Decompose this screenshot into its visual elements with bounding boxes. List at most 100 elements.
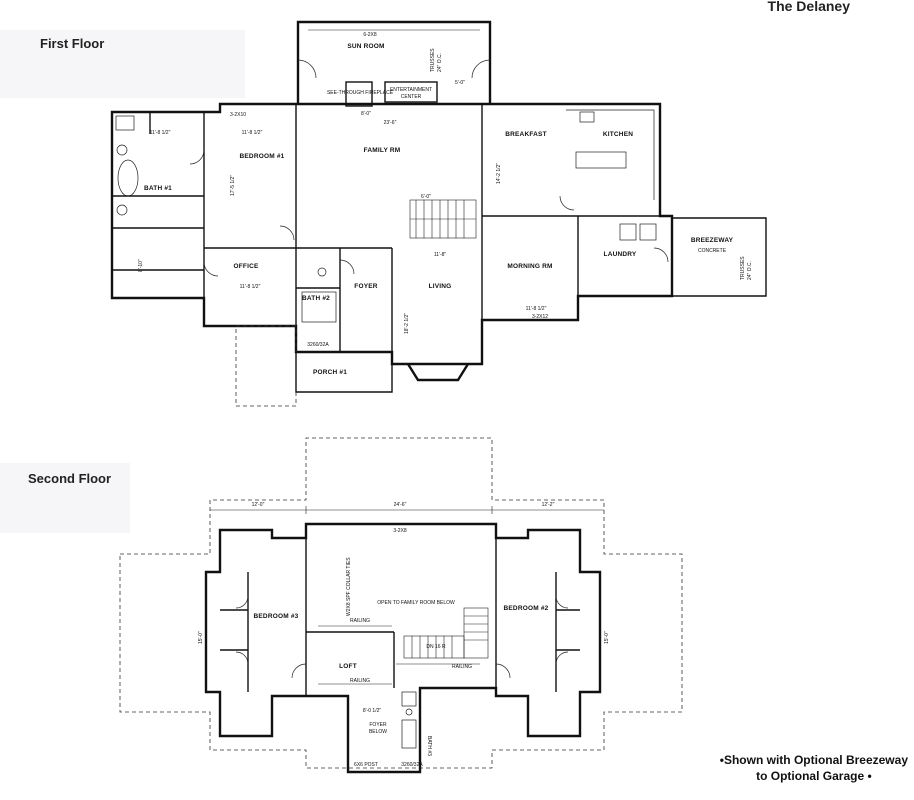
room-bath-2: BATH #2 bbox=[302, 295, 330, 302]
room-foyer-below-2: BELOW bbox=[369, 729, 387, 735]
bath1-sink-b bbox=[116, 204, 128, 216]
dim-second-side-left: 15'-0" bbox=[198, 631, 204, 644]
collar-ties-label: W2X8 SPF COLLAR TIES bbox=[346, 557, 352, 616]
kitchen-island bbox=[575, 151, 627, 169]
fireplace-label: SEE-THROUGH FIREPLACE bbox=[327, 90, 394, 96]
bed2-closet-swing-b bbox=[555, 651, 569, 665]
dim-bedroom1-width: 11'-8 1/2" bbox=[242, 130, 263, 136]
dim-second-mid: 24'-6" bbox=[394, 502, 407, 508]
room-laundry: LAUNDRY bbox=[604, 251, 637, 258]
room-kitchen: KITCHEN bbox=[603, 131, 633, 138]
room-living: LIVING bbox=[429, 283, 452, 290]
room-open-to-family: OPEN TO FAMILY ROOM BELOW bbox=[377, 600, 455, 606]
second-floor-window-code: 3260/32A bbox=[401, 762, 423, 768]
bath2-toilet bbox=[317, 267, 327, 277]
fireplace-block bbox=[345, 81, 373, 107]
bath3-sink bbox=[405, 708, 413, 716]
bath2-fixtures bbox=[301, 291, 337, 323]
railing-label-b: RAILING bbox=[452, 664, 472, 670]
sun-room-door-swing-right bbox=[471, 59, 491, 79]
breezeway-material: CONCRETE bbox=[698, 248, 727, 254]
room-bedroom-1: BEDROOM #1 bbox=[240, 153, 285, 160]
laundry-door-swing bbox=[653, 247, 669, 263]
dim-loft: 8'-0 1/2" bbox=[363, 708, 382, 714]
dim-breakfast-depth: 14'-2 1/2" bbox=[496, 163, 502, 184]
room-porch-1: PORCH #1 bbox=[313, 369, 347, 376]
trusses-right-label: TRUSSES bbox=[740, 256, 746, 280]
first-floor-shading bbox=[0, 30, 245, 98]
dim-sun-b: 5'-0" bbox=[455, 80, 465, 86]
bathtub bbox=[117, 159, 139, 197]
dim-header-b: 3-2X12 bbox=[532, 314, 548, 320]
sun-room-walls bbox=[296, 20, 492, 104]
side-porch-dashed bbox=[235, 325, 297, 407]
railing-label-c: RAILING bbox=[350, 678, 370, 684]
breezeway-outline bbox=[672, 217, 767, 297]
room-sun-room: SUN ROOM bbox=[347, 43, 384, 50]
room-bedroom-3: BEDROOM #3 bbox=[254, 613, 299, 620]
room-breezeway: BREEZEWAY bbox=[691, 237, 734, 244]
document-title: The Delaney bbox=[767, 0, 850, 14]
laundry-washer bbox=[619, 223, 637, 241]
bed2-closet-swing bbox=[555, 595, 569, 609]
dim-header-a: 3-2X10 bbox=[230, 112, 246, 118]
room-foyer: FOYER bbox=[354, 283, 377, 290]
bed3-closet-swing-b bbox=[235, 651, 249, 665]
dim-second-side-right: 15'-0" bbox=[604, 631, 610, 644]
second-floor-exterior-walls bbox=[204, 522, 602, 774]
breezeway-note-line-2: to Optional Garage • bbox=[756, 769, 872, 783]
dim-closet-depth: 8'-10" bbox=[138, 259, 144, 272]
room-foyer-below: FOYER bbox=[369, 722, 387, 728]
first-floor-heading: First Floor bbox=[40, 36, 105, 51]
office-door-swing bbox=[203, 261, 219, 277]
closet-door-swing bbox=[279, 225, 295, 241]
room-bedroom-2: BEDROOM #2 bbox=[504, 605, 549, 612]
bed2-door-swing bbox=[495, 663, 511, 679]
second-floor-shading bbox=[0, 463, 130, 533]
dim-second-left: 12'-0" bbox=[252, 502, 265, 508]
first-floor-window-code: 3260/32A bbox=[307, 342, 329, 348]
foyer-door-swing bbox=[339, 259, 355, 275]
kitchen-counter bbox=[566, 109, 655, 200]
first-floor-interior-walls bbox=[112, 104, 672, 364]
dim-bath1-width: 11'-8 1/2" bbox=[150, 130, 171, 136]
second-floor-stair bbox=[403, 607, 489, 659]
room-bath-3: BATH #3 bbox=[426, 736, 432, 756]
entertainment-center-block bbox=[384, 81, 438, 103]
dim-morning-width: 11'-8 1/2" bbox=[526, 306, 547, 312]
second-floor-header-code: 3-2X8 bbox=[393, 528, 407, 534]
trusses-right-spacing: 24" O.C. bbox=[747, 261, 753, 280]
second-floor-interior-walls bbox=[220, 538, 580, 696]
trusses-top-label: TRUSSES bbox=[430, 48, 436, 72]
room-morning: MORNING RM bbox=[507, 263, 552, 270]
breezeway-note: •Shown with Optional Breezeway to Option… bbox=[720, 752, 908, 784]
entertainment-label: ENTERTAINMENT bbox=[390, 87, 432, 93]
stair-down-label: DN 16 R bbox=[426, 644, 446, 650]
room-family: FAMILY RM bbox=[364, 147, 401, 154]
bath3-toilet bbox=[401, 691, 417, 707]
dim-family-width: 23'-6" bbox=[384, 120, 397, 126]
first-floor-stair bbox=[409, 199, 477, 239]
dim-living-depth: 18'-2 1/2" bbox=[404, 313, 410, 334]
railing-label-a: RAILING bbox=[350, 618, 370, 624]
trusses-top-spacing: 24" O.C. bbox=[437, 53, 443, 72]
bed3-closet-swing bbox=[235, 595, 249, 609]
dim-office-width: 11'-8 1/2" bbox=[240, 284, 261, 290]
second-floor-plan: BEDROOM #3 BEDROOM #2 OPEN TO FAMILY ROO… bbox=[119, 437, 683, 774]
entertainment-center-label: CENTER bbox=[401, 94, 422, 100]
breezeway-note-line-1: •Shown with Optional Breezeway bbox=[719, 753, 908, 767]
kitchen-sink bbox=[579, 111, 595, 123]
porch-1-outline bbox=[295, 352, 393, 393]
bath1-sink-a bbox=[116, 144, 128, 156]
dim-second-right: 12'-2" bbox=[542, 502, 555, 508]
dim-living-width: 11'-8" bbox=[434, 252, 447, 258]
pantry-door-swing bbox=[559, 195, 575, 211]
dim-bedroom1-depth: 17'-5 1/2" bbox=[230, 175, 236, 196]
room-office: OFFICE bbox=[233, 263, 258, 270]
roof-outline-dashed bbox=[119, 437, 683, 769]
room-bath-1: BATH #1 bbox=[144, 185, 172, 192]
dim-stair-width: 6'-0" bbox=[421, 194, 431, 200]
laundry-dryer bbox=[639, 223, 657, 241]
